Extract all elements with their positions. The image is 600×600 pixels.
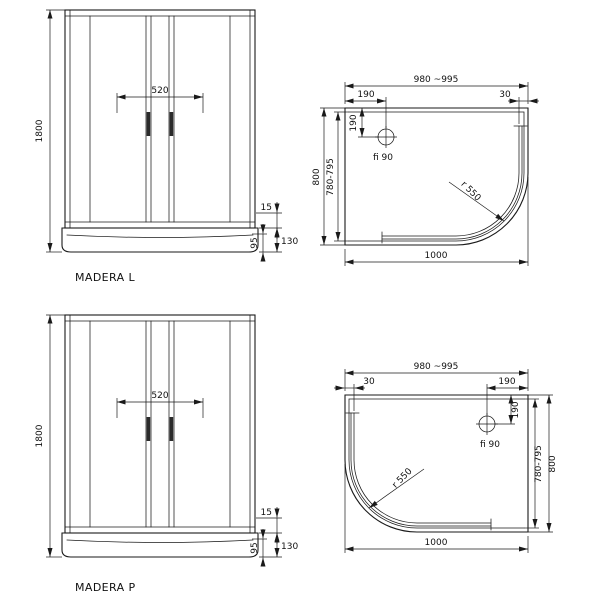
width-dimension: 1000 <box>344 177 529 266</box>
drain-y-dimension: 190 <box>349 108 379 138</box>
width-label: 1000 <box>425 538 448 548</box>
drain-x-label: 190 <box>498 377 515 387</box>
height-dimension: 1800 <box>35 314 65 558</box>
door-handle-right <box>169 112 174 136</box>
door-handle-left <box>146 417 151 441</box>
drain-diameter-label: fi 90 <box>480 440 500 450</box>
model-caption-p: MADERA P <box>75 581 136 594</box>
depth-range-label: 780-795 <box>326 158 336 196</box>
madera-p-plan-view: fi 90 980 ~995 30 190 190 <box>334 362 558 553</box>
door-width-label: 520 <box>151 391 168 401</box>
madera-p: 1800 520 15 130 95 <box>35 314 558 594</box>
tray-height-label: 130 <box>281 542 298 552</box>
depth-label: 800 <box>312 168 322 185</box>
door-handle-left <box>146 112 151 136</box>
depth-dimension: 800 <box>312 107 345 246</box>
apron-height-label: 95 <box>250 237 260 248</box>
cabin-frame <box>64 314 256 534</box>
apron-height-dimension: 95 <box>250 224 267 262</box>
height-label: 1800 <box>35 119 45 142</box>
tray-height-dimension: 130 <box>259 533 298 558</box>
depth-label: 800 <box>548 455 558 472</box>
height-dimension: 1800 <box>35 9 65 253</box>
width-range-label: 980 ~995 <box>414 362 459 372</box>
drain-x-dimension: 190 <box>486 377 528 415</box>
drain-y-label: 190 <box>349 114 359 131</box>
shower-tray <box>61 532 259 558</box>
width-range-label: 980 ~995 <box>414 75 459 85</box>
gap-label: 15 <box>261 508 272 518</box>
tray-height-dimension: 130 <box>259 228 298 253</box>
edge-gap-label: 30 <box>499 90 511 100</box>
edge-gap-dimension: 30 <box>499 90 539 124</box>
madera-l-front-view: 1800 520 15 130 95 <box>35 9 298 262</box>
apron-height-dimension: 95 <box>250 529 267 567</box>
drain-y-label: 190 <box>511 401 521 418</box>
madera-p-front-view: 1800 520 15 130 95 <box>35 314 298 567</box>
depth-range-dimension: 780-795 <box>326 111 349 242</box>
gap-dimension: 15 <box>256 202 282 239</box>
shower-tray <box>61 227 259 253</box>
door-width-dimension: 520 <box>116 86 204 113</box>
gap-dimension: 15 <box>256 507 282 544</box>
door-width-dimension: 520 <box>116 391 204 418</box>
tray-rim <box>348 398 525 529</box>
edge-gap-label: 30 <box>363 377 375 387</box>
tray-rim <box>348 111 525 242</box>
drain: fi 90 <box>476 413 500 450</box>
height-label: 1800 <box>35 424 45 447</box>
width-dimension: 1000 <box>344 464 529 553</box>
width-range-dimension: 980 ~995 <box>344 75 529 104</box>
drain-x-dimension: 190 <box>345 90 387 128</box>
drain: fi 90 <box>373 126 397 163</box>
corner-radius-dimension: r 550 <box>368 466 425 509</box>
edge-gap-dimension: 30 <box>334 377 375 411</box>
model-caption-l: MADERA L <box>75 271 135 284</box>
corner-radius-dimension: r 550 <box>448 180 505 222</box>
drain-y-dimension: 190 <box>495 395 521 425</box>
drain-x-label: 190 <box>357 90 374 100</box>
door-width-label: 520 <box>151 86 168 96</box>
depth-range-label: 780-795 <box>534 445 544 483</box>
width-range-dimension: 980 ~995 <box>344 362 529 391</box>
cabin-frame <box>64 9 256 229</box>
gap-label: 15 <box>261 203 272 213</box>
madera-l: 1800 520 15 130 95 <box>35 9 539 284</box>
width-label: 1000 <box>425 251 448 261</box>
drain-diameter-label: fi 90 <box>373 153 393 163</box>
depth-range-dimension: 780-795 <box>524 398 544 529</box>
apron-height-label: 95 <box>250 542 260 553</box>
depth-dimension: 800 <box>528 394 558 533</box>
madera-l-plan-view: fi 90 980 ~995 190 30 190 <box>312 75 539 266</box>
door-handle-right <box>169 417 174 441</box>
tray-height-label: 130 <box>281 237 298 247</box>
